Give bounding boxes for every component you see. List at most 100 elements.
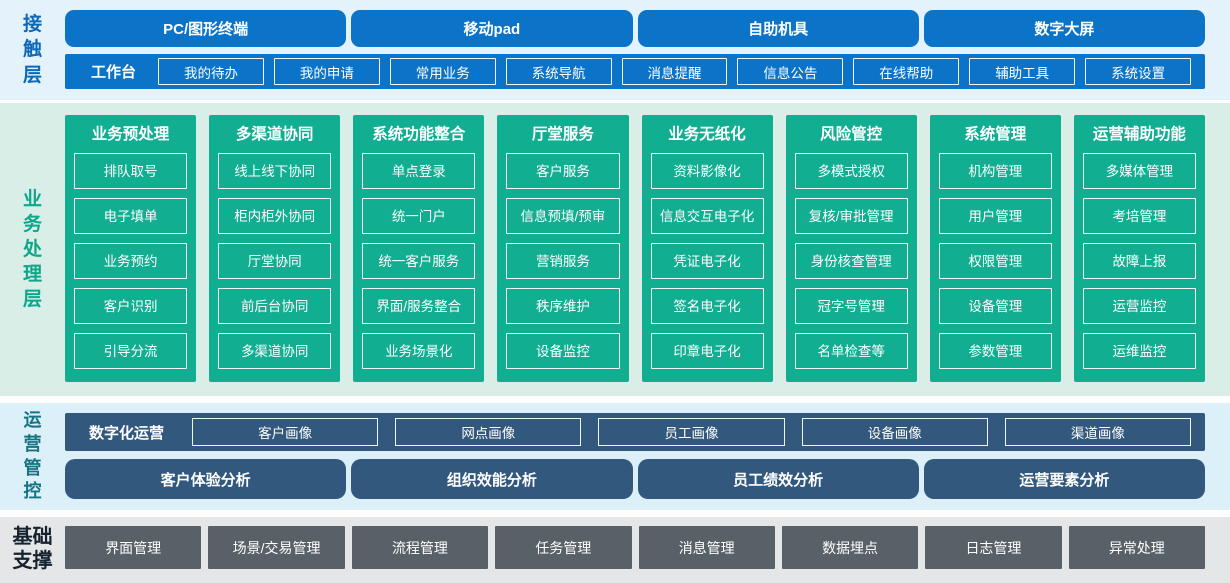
business-layer-band: 业务处理层 业务预处理 排队取号 电子填单 业务预约 客户识别 引导分流 多渠道… — [0, 103, 1230, 396]
foundation-item-task: 任务管理 — [495, 526, 632, 569]
operations-layer-content: 数字化运营 客户画像 网点画像 员工画像 设备画像 渠道画像 客户体验分析 组织… — [65, 403, 1230, 510]
workbench-bar: 工作台 我的待办 我的申请 常用业务 系统导航 消息提醒 信息公告 在线帮助 辅… — [65, 54, 1205, 89]
contact-layer-band: 接触层 PC/图形终端 移动pad 自助机具 数字大屏 工作台 我的待办 我的申… — [0, 0, 1230, 100]
portrait-channel: 渠道画像 — [1004, 418, 1192, 446]
column-title: 多渠道协同 — [235, 126, 314, 143]
foundation-item-log: 日志管理 — [925, 526, 1062, 569]
function-item: 排队取号 — [74, 153, 188, 189]
column-operation-aux: 运营辅助功能 多媒体管理 考培管理 故障上报 运营监控 运维监控 — [1073, 115, 1205, 382]
foundation-item-data-tracking: 数据埋点 — [781, 526, 919, 569]
column-risk-control: 风险管控 多模式授权 复核/审批管理 身份核查管理 冠字号管理 名单检查等 — [785, 115, 917, 382]
function-item: 线上线下协同 — [218, 153, 332, 189]
column-title: 风险管控 — [820, 126, 883, 143]
band-divider — [0, 396, 1230, 403]
terminal-row: PC/图形终端 移动pad 自助机具 数字大屏 — [65, 10, 1205, 47]
workbench-item-applications: 我的申请 — [273, 58, 380, 85]
function-item: 单点登录 — [362, 153, 476, 189]
function-item: 凭证电子化 — [650, 243, 764, 279]
column-preprocessing: 业务预处理 排队取号 电子填单 业务预约 客户识别 引导分流 — [65, 115, 197, 382]
workbench-item-message-alert: 消息提醒 — [621, 58, 728, 85]
function-item: 故障上报 — [1082, 243, 1196, 279]
function-item: 名单检查等 — [794, 333, 908, 369]
portrait-employee: 员工画像 — [598, 418, 785, 446]
workbench-item-todo: 我的待办 — [158, 58, 264, 85]
operations-layer-band: 运营管控 数字化运营 客户画像 网点画像 员工画像 设备画像 渠道画像 客户体验… — [0, 403, 1230, 510]
column-title: 系统功能整合 — [372, 126, 466, 143]
function-item: 多媒体管理 — [1082, 153, 1196, 189]
foundation-row: 界面管理 场景/交易管理 流程管理 任务管理 消息管理 数据埋点 日志管理 异常… — [65, 526, 1205, 569]
terminal-self-service: 自助机具 — [637, 10, 919, 47]
function-item: 界面/服务整合 — [362, 288, 476, 324]
function-item: 业务预约 — [74, 243, 188, 279]
band-divider — [0, 100, 1230, 103]
foundation-item-process: 流程管理 — [351, 526, 489, 569]
foundation-item-ui-management: 界面管理 — [65, 526, 202, 569]
column-title: 运营辅助功能 — [1092, 126, 1186, 143]
portrait-customer: 客户画像 — [192, 418, 379, 446]
function-item: 信息交互电子化 — [650, 198, 764, 234]
analysis-customer-experience: 客户体验分析 — [65, 459, 347, 499]
business-layer-gutter: 业务处理层 — [0, 103, 65, 396]
column-system-integration: 系统功能整合 单点登录 统一门户 统一客户服务 界面/服务整合 业务场景化 — [353, 115, 485, 382]
portrait-device: 设备画像 — [801, 418, 988, 446]
function-item: 设备监控 — [506, 333, 620, 369]
function-item: 多渠道协同 — [218, 333, 332, 369]
workbench-item-system-nav: 系统导航 — [505, 58, 612, 85]
function-item: 信息预填/预审 — [506, 198, 620, 234]
function-item: 设备管理 — [938, 288, 1052, 324]
terminal-mobile-pad: 移动pad — [351, 10, 633, 47]
column-title: 业务无纸化 — [668, 126, 746, 143]
column-lobby-service: 厅堂服务 客户服务 信息预填/预审 营销服务 秩序维护 设备监控 — [497, 115, 629, 382]
column-system-management: 系统管理 机构管理 用户管理 权限管理 设备管理 参数管理 — [929, 115, 1061, 382]
function-item: 资料影像化 — [650, 153, 764, 189]
column-title: 系统管理 — [964, 126, 1027, 143]
function-item: 客户识别 — [74, 288, 188, 324]
business-columns: 业务预处理 排队取号 电子填单 业务预约 客户识别 引导分流 多渠道协同 线上线… — [65, 115, 1205, 382]
workbench-item-announcements: 信息公告 — [737, 58, 844, 85]
function-item: 参数管理 — [938, 333, 1052, 369]
function-item: 机构管理 — [938, 153, 1052, 189]
contact-layer-label: 接触层 — [22, 14, 42, 86]
function-item: 柜内柜外协同 — [218, 198, 332, 234]
function-item: 运营监控 — [1082, 288, 1196, 324]
foundation-item-scene-transaction: 场景/交易管理 — [208, 526, 345, 569]
foundation-layer-content: 界面管理 场景/交易管理 流程管理 任务管理 消息管理 数据埋点 日志管理 异常… — [65, 517, 1230, 583]
function-item: 考培管理 — [1082, 198, 1196, 234]
operations-layer-gutter: 运营管控 — [0, 403, 65, 510]
column-title: 业务预处理 — [91, 126, 170, 143]
function-item: 统一客户服务 — [362, 243, 476, 279]
analysis-operation-factors: 运营要素分析 — [923, 459, 1205, 499]
digital-operations-label: 数字化运营 — [89, 424, 165, 442]
function-item: 统一门户 — [362, 198, 476, 234]
foundation-layer-label: 基础支撑 — [12, 526, 53, 572]
contact-layer-gutter: 接触层 — [0, 0, 65, 100]
function-item: 客户服务 — [506, 153, 620, 189]
workbench-item-system-settings: 系统设置 — [1085, 58, 1192, 85]
workbench-item-common-business: 常用业务 — [389, 58, 496, 85]
function-item: 用户管理 — [938, 198, 1052, 234]
function-item: 厅堂协同 — [218, 243, 332, 279]
band-divider — [0, 510, 1230, 517]
foundation-layer-band: 基础支撑 界面管理 场景/交易管理 流程管理 任务管理 消息管理 数据埋点 日志… — [0, 517, 1230, 583]
column-title: 厅堂服务 — [531, 126, 594, 143]
function-item: 冠字号管理 — [794, 288, 908, 324]
portrait-items: 客户画像 网点画像 员工画像 设备画像 渠道画像 — [192, 418, 1205, 446]
business-layer-content: 业务预处理 排队取号 电子填单 业务预约 客户识别 引导分流 多渠道协同 线上线… — [65, 103, 1230, 396]
function-item: 权限管理 — [938, 243, 1052, 279]
digital-operations-bar: 数字化运营 客户画像 网点画像 员工画像 设备画像 渠道画像 — [65, 413, 1205, 451]
function-item: 营销服务 — [506, 243, 620, 279]
workbench-item-online-help: 在线帮助 — [853, 58, 960, 85]
function-item: 签名电子化 — [650, 288, 764, 324]
foundation-item-exception: 异常处理 — [1068, 526, 1205, 569]
function-item: 印章电子化 — [650, 333, 764, 369]
analysis-employee-performance: 员工绩效分析 — [637, 459, 919, 499]
function-item: 前后台协同 — [218, 288, 332, 324]
column-multichannel: 多渠道协同 线上线下协同 柜内柜外协同 厅堂协同 前后台协同 多渠道协同 — [209, 115, 341, 382]
foundation-layer-gutter: 基础支撑 — [0, 517, 65, 583]
function-item: 引导分流 — [74, 333, 188, 369]
operations-layer-label: 运营管控 — [23, 410, 42, 502]
function-item: 多模式授权 — [794, 153, 908, 189]
terminal-digital-screen: 数字大屏 — [923, 10, 1205, 47]
workbench-label: 工作台 — [91, 64, 137, 81]
